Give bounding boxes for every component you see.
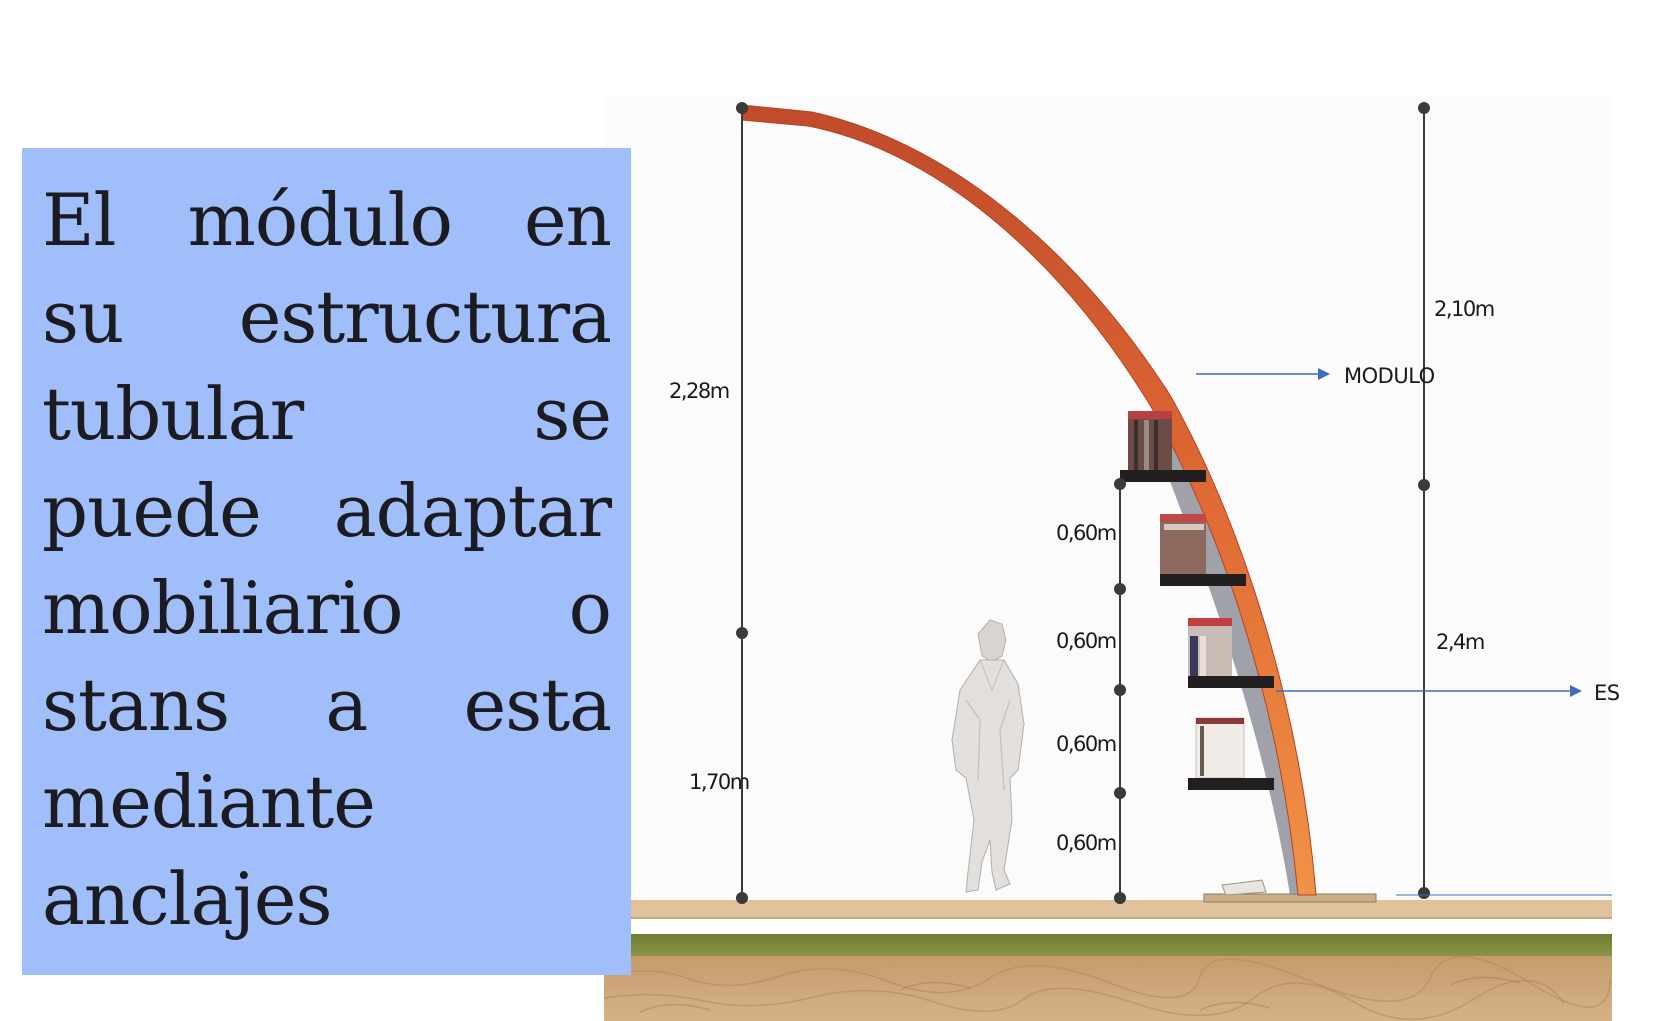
grass-layer xyxy=(604,934,1612,956)
floor-slab xyxy=(604,900,1612,917)
es-arrow-head xyxy=(1570,685,1582,697)
dim-right-bottom: 2,4m xyxy=(1436,630,1484,654)
annotation-arrows xyxy=(1196,368,1612,896)
dim-left-bottom: 1,70m xyxy=(689,770,749,794)
description-text: El módulo en su estructura tubular se pu… xyxy=(42,178,612,941)
shelf-4 xyxy=(1188,778,1274,790)
floor-book xyxy=(1221,879,1267,896)
bookshelf xyxy=(1120,411,1274,896)
white-band xyxy=(604,919,1612,934)
ground xyxy=(603,900,1612,1021)
dimension-lines xyxy=(736,102,1430,904)
shelf-2 xyxy=(1160,574,1246,586)
dim-shelf-3: 0,60m xyxy=(1056,732,1116,756)
dim-left-top: 2,28m xyxy=(669,379,729,403)
dim-shelf-4: 0,60m xyxy=(1056,831,1116,855)
dim-shelf-1: 0,60m xyxy=(1056,521,1116,545)
label-es: ES xyxy=(1594,681,1620,705)
soil-layer xyxy=(604,956,1612,1021)
shelf-1 xyxy=(1120,470,1206,482)
module-arc xyxy=(741,104,1317,896)
dim-right-top: 2,10m xyxy=(1434,297,1494,321)
label-module: MODULO xyxy=(1344,364,1435,388)
description-panel: El módulo en su estructura tubular se pu… xyxy=(22,148,631,975)
human-figure xyxy=(951,619,1025,893)
module-arrow-head xyxy=(1318,368,1330,380)
shelf-3 xyxy=(1188,676,1274,688)
dim-shelf-2: 0,60m xyxy=(1056,629,1116,653)
drawing-background xyxy=(604,96,1612,1006)
